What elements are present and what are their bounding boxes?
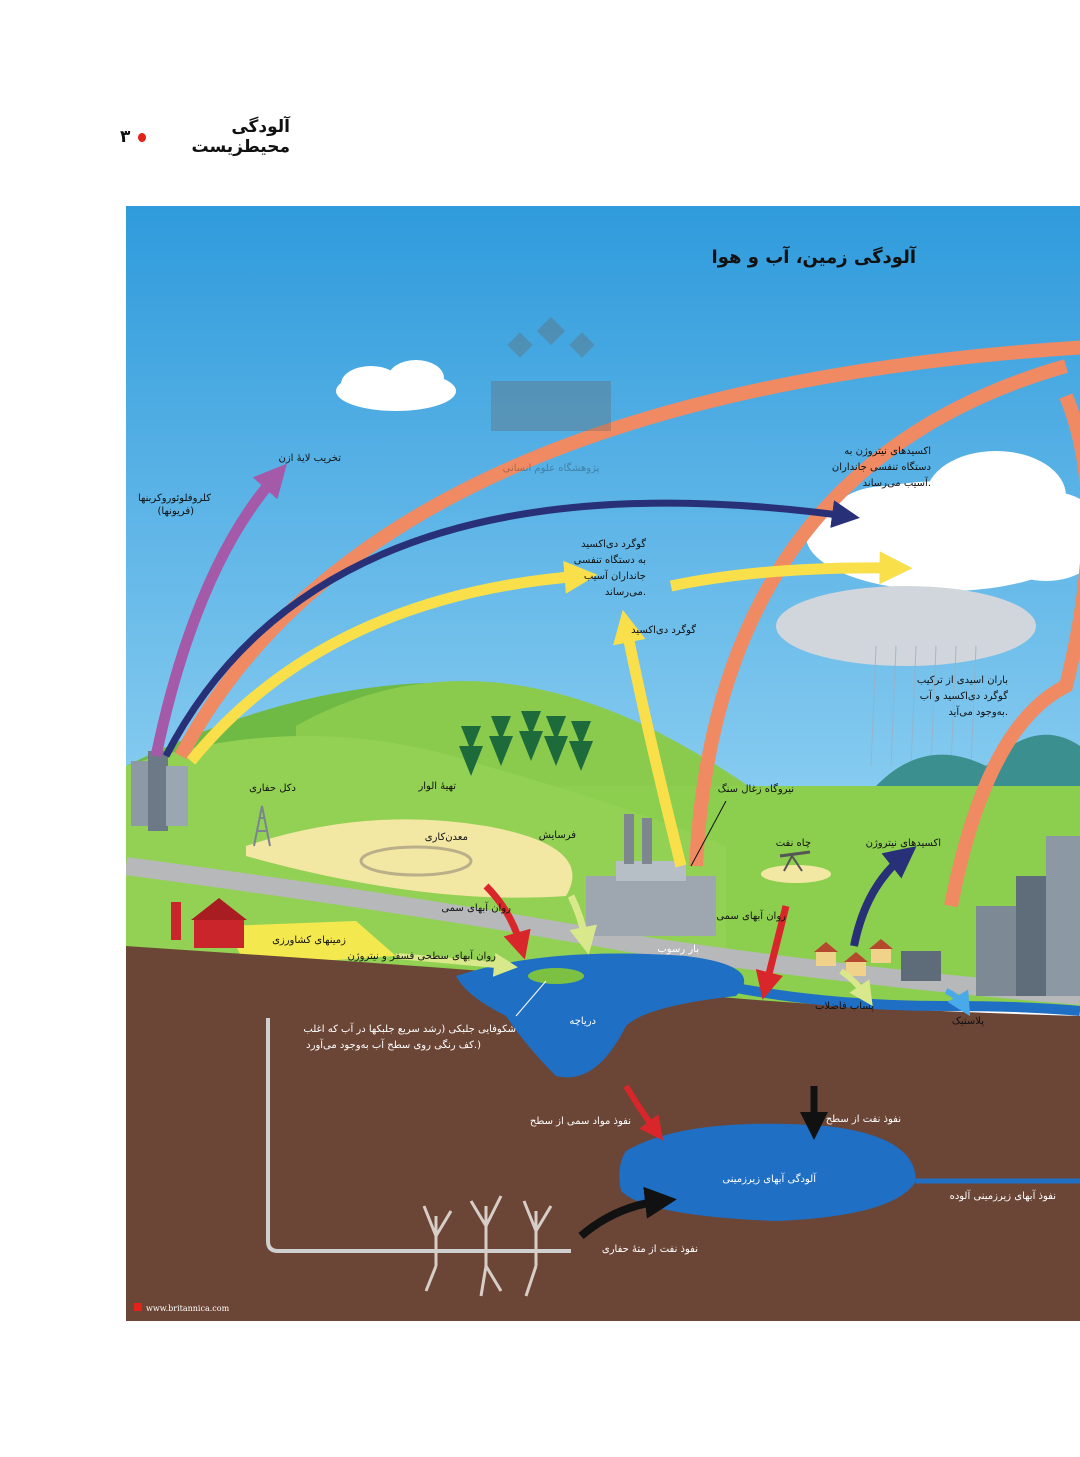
- label-drill-oil: نفوذ نفت از متهٔ حفاری: [602, 1244, 698, 1255]
- label-oil-well: چاه نفت: [776, 838, 811, 849]
- lake: [456, 953, 745, 1078]
- algae-pointer: [515, 980, 547, 1017]
- page-header: آلودگی محیطزیست ۳: [120, 117, 290, 157]
- label-ozone: تخریب لایهٔ ازن: [278, 453, 341, 464]
- drill-pipe: [266, 1018, 571, 1253]
- label-so2-note-1: گوگرد دی‌اکسید: [581, 538, 646, 550]
- credit-text: www.britannica.com: [146, 1304, 230, 1313]
- label-farmland: زمینهای کشاورزی: [272, 935, 346, 946]
- label-cfc1: کلروفلوئوروکربنها: [138, 493, 211, 504]
- credit-icon: [134, 1303, 142, 1311]
- factory-icon: [586, 814, 716, 936]
- mine-pit: [359, 845, 473, 877]
- watermark-text: پژوهشگاه علوم انسانی: [503, 462, 600, 474]
- label-algae-2: کف رنگی روی سطح آب به‌وجود می‌آورد.): [306, 1038, 481, 1051]
- label-acid-3: به‌وجود می‌آید.: [948, 705, 1008, 718]
- mining-area: [246, 819, 573, 898]
- label-drill-rig: دکل حفاری: [249, 783, 296, 794]
- bullet-dot-icon: [138, 132, 146, 142]
- label-sediment: بار رسوب: [657, 944, 699, 955]
- house-icon: [814, 939, 941, 981]
- label-so2-note-2: به دستگاه تنفسی: [574, 554, 646, 566]
- watermark-logo-icon: [491, 316, 611, 431]
- algae-bloom: [528, 968, 584, 984]
- label-erosion: فرسایش: [539, 830, 576, 841]
- city-left-icon: [131, 751, 188, 831]
- farmland-field: [226, 921, 396, 966]
- plastic-arrow: [944, 988, 971, 1017]
- erosion-arrow: [567, 894, 597, 955]
- groundwater: [619, 1123, 916, 1221]
- label-plastic: پلاستیک: [952, 1016, 984, 1027]
- label-groundwater: آلودگی آبهای زیرزمینی: [722, 1172, 817, 1185]
- so2-arrow-right: [669, 551, 913, 592]
- label-polluted-gw: نفوذ آبهای زیرزمینی آلوده: [950, 1189, 1056, 1202]
- label-lake: دریاچه: [569, 1016, 596, 1027]
- drill-rig-icon: [253, 805, 271, 847]
- label-acid-1: باران اسیدی از ترکیب: [917, 675, 1008, 686]
- label-sewage: پساب فاضلاب: [815, 1001, 874, 1012]
- road: [126, 857, 1080, 1005]
- so2-arrow-left: [186, 560, 598, 765]
- label-nox: اکسیدهای نیتروژن: [866, 838, 941, 849]
- toxic-runoff-right-arrow: [755, 905, 790, 1000]
- soil: [126, 946, 1080, 1321]
- label-algae-1: شکوفایی جلبکی (رشد سریع جلبکها در آب که …: [303, 1022, 516, 1035]
- chapter-title: آلودگی محیطزیست: [191, 117, 290, 157]
- label-seep-oil: نفوذ نفت از سطح: [826, 1114, 901, 1125]
- label-so2-note-4: می‌رساند.: [605, 587, 646, 598]
- plant-pointer: [690, 800, 727, 867]
- label-so2: گوگرد دی‌اکسید: [631, 624, 696, 636]
- label-toxic-runoff-right: روان آبهای سمی: [716, 909, 786, 922]
- orange-arc-plant: [689, 359, 1068, 867]
- label-toxic-runoff-left: روان آبهای سمی: [441, 901, 511, 914]
- barn-icon: [171, 898, 247, 948]
- label-phos: روان آبهای سطحی فسفر و نیتروژن: [347, 949, 496, 962]
- cfc-arrow: [150, 463, 287, 758]
- oil-pump-icon: [761, 850, 831, 883]
- city-right-icon: [976, 836, 1080, 996]
- seep-toxic-arrow: [623, 1084, 664, 1141]
- pollution-diagram: پژوهشگاه علوم انسانی آلودگی زمین، آب و ه…: [126, 206, 1080, 1321]
- tree-icon: [459, 711, 593, 776]
- root-icon: [422, 1195, 553, 1297]
- sewage-arrow: [839, 968, 873, 1006]
- label-acid-2: گوگرد دی‌اکسید و آب: [920, 689, 1008, 702]
- figure-title: آلودگی زمین، آب و هوا: [712, 245, 917, 268]
- label-nox-note-1: اکسیدهای نیتروژن به: [844, 446, 931, 457]
- toxic-runoff-left-arrow: [483, 883, 531, 960]
- label-seep-toxic: نفوذ مواد سمی از سطح: [530, 1116, 631, 1127]
- orange-arc-right: [944, 393, 1080, 908]
- label-coal-plant: نیروگاه زغال سنگ: [718, 783, 794, 795]
- label-so2-note-3: جانداران آسیب: [584, 569, 646, 582]
- label-nox-note-2: دستگاه تنفسی جانداران: [832, 461, 931, 473]
- page-number: ۳: [120, 127, 131, 147]
- label-cfc2: (فریونها): [158, 506, 195, 517]
- orange-arc-left: [174, 340, 1080, 760]
- label-mining: معدن‌کاری: [425, 832, 468, 843]
- cloud-small: [336, 360, 456, 411]
- nox-arrow: [162, 499, 860, 758]
- drill-oil-arrow: [578, 1186, 677, 1240]
- river: [725, 981, 1080, 1016]
- label-deforest: تهیهٔ الوار: [417, 781, 456, 792]
- so2-arrow-up: [613, 609, 687, 868]
- phos-arrow: [395, 952, 518, 977]
- nox-small-arrow: [850, 846, 917, 947]
- label-nox-note-3: آسیب می‌رساند.: [863, 476, 931, 489]
- acid-rain: [870, 645, 977, 767]
